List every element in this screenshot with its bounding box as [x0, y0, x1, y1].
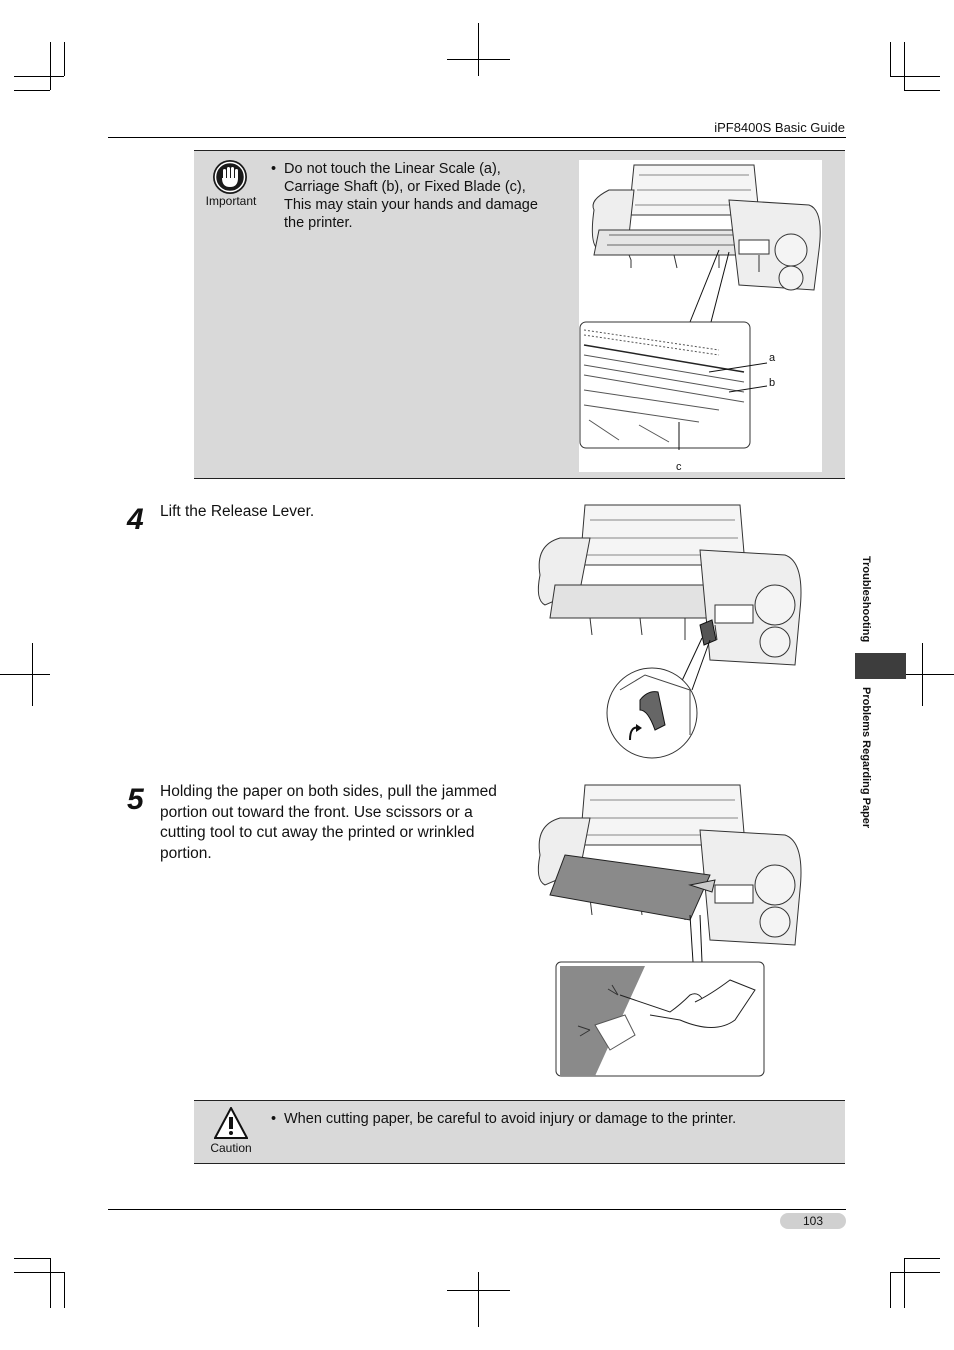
bullet: • [271, 161, 277, 177]
step-4-text: Lift the Release Lever. [160, 503, 315, 520]
release-lever-illustration [537, 504, 802, 759]
cut-paper-illustration [537, 784, 802, 1077]
footer-rule [108, 1209, 846, 1210]
side-section-label: Troubleshooting [860, 556, 872, 643]
important-text: • Do not touch the Linear Scale (a), Car… [271, 160, 549, 232]
caution-text-content: When cutting paper, be careful to avoid … [284, 1111, 737, 1127]
step-5-number: 5 [127, 783, 144, 816]
callout-b: b [769, 377, 776, 389]
caution-text: • When cutting paper, be careful to avoi… [271, 1110, 834, 1128]
callout-a: a [769, 352, 776, 364]
caution-note: Caution • When cutting paper, be careful… [194, 1100, 845, 1164]
page-number: 103 [780, 1213, 846, 1229]
bullet: • [271, 1111, 277, 1127]
step-4-number: 4 [127, 503, 144, 536]
header-title: iPF8400S Basic Guide [714, 120, 845, 135]
printer-linear-scale-illustration [579, 160, 822, 472]
header-rule [108, 137, 846, 138]
step-5-text: Holding the paper on both sides, pull th… [160, 783, 497, 862]
caution-label: Caution [210, 1141, 252, 1155]
side-tab-marker [855, 653, 906, 679]
important-text-content: Do not touch the Linear Scale (a), Carri… [284, 161, 538, 231]
important-note: Important • Do not touch the Linear Scal… [194, 150, 845, 479]
important-label: Important [205, 194, 257, 208]
stop-hand-icon [213, 160, 247, 194]
side-subsection-label: Problems Regarding Paper [860, 687, 872, 829]
warning-triangle-icon [214, 1107, 248, 1139]
callout-c: c [676, 461, 682, 473]
